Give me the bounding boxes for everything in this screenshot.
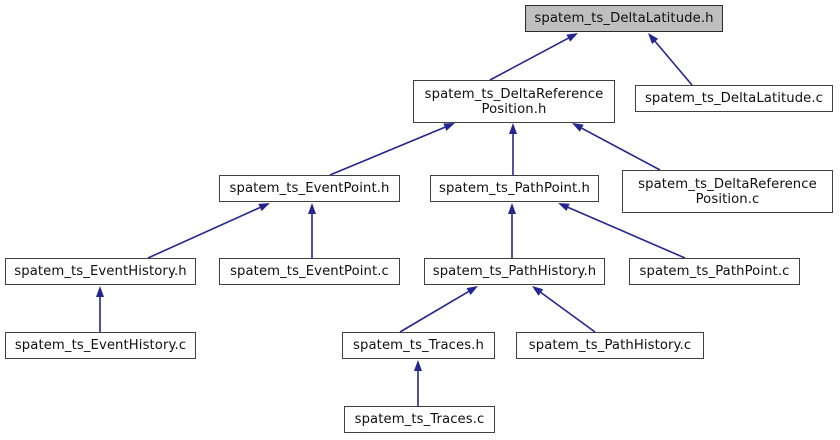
- graph-node-event_history_c[interactable]: spatem_ts_EventHistory.c: [5, 332, 196, 359]
- graph-edge-traces_c-to-traces_h: [414, 360, 422, 406]
- graph-node-delta_latitude_c[interactable]: spatem_ts_DeltaLatitude.c: [635, 85, 833, 112]
- graph-edge-event_point_h-to-delta_reference_position_h: [329, 123, 455, 176]
- graph-edge-delta_reference_position_c-to-delta_reference_position_h: [572, 123, 661, 171]
- graph-edge-path_history_c-to-path_history_h: [532, 286, 596, 333]
- graph-node-delta_reference_position_h[interactable]: spatem_ts_DeltaReference Position.h: [413, 80, 615, 123]
- edge-line: [581, 127, 661, 171]
- graph-node-label: spatem_ts_DeltaLatitude.h: [534, 11, 714, 26]
- edge-arrowhead: [466, 286, 478, 296]
- edge-line: [399, 290, 469, 333]
- edge-arrowhead: [572, 123, 584, 132]
- edge-line: [329, 126, 446, 176]
- edge-arrowhead: [532, 286, 544, 296]
- graph-node-label: spatem_ts_DeltaReference Position.h: [424, 86, 604, 117]
- edge-arrowhead: [508, 203, 516, 214]
- graph-node-label: spatem_ts_DeltaLatitude.c: [644, 91, 824, 106]
- edge-line: [567, 206, 686, 259]
- graph-node-label: spatem_ts_PathHistory.h: [432, 264, 597, 279]
- graph-node-event_point_h[interactable]: spatem_ts_EventPoint.h: [219, 175, 400, 202]
- graph-node-label: spatem_ts_EventPoint.c: [230, 264, 389, 279]
- graph-node-traces_c[interactable]: spatem_ts_Traces.c: [344, 406, 495, 433]
- edge-arrowhead: [648, 33, 659, 44]
- graph-node-label: spatem_ts_PathPoint.c: [639, 264, 790, 279]
- graph-node-label: spatem_ts_EventHistory.h: [14, 264, 187, 279]
- edge-arrowhead: [414, 360, 422, 371]
- edge-arrowhead: [558, 203, 570, 212]
- edge-arrowhead: [96, 286, 104, 297]
- graph-edge-event_history_h-to-event_point_h: [147, 203, 270, 259]
- graph-node-label: spatem_ts_EventPoint.h: [229, 181, 390, 196]
- graph-node-label: spatem_ts_Traces.h: [353, 338, 484, 353]
- graph-edge-event_point_c-to-event_point_h: [308, 203, 316, 258]
- graph-edge-traces_h-to-path_history_h: [399, 286, 478, 333]
- graph-node-path_point_h[interactable]: spatem_ts_PathPoint.h: [430, 175, 599, 202]
- graph-node-label: spatem_ts_Traces.c: [354, 412, 485, 427]
- edge-line: [489, 37, 569, 81]
- edge-arrowhead: [308, 203, 316, 214]
- graph-node-label: spatem_ts_DeltaReference Position.c: [638, 176, 817, 207]
- graph-edge-delta_reference_position_h-to-delta_latitude_h: [489, 33, 578, 81]
- edge-arrowhead: [443, 123, 455, 131]
- graph-node-path_point_c[interactable]: spatem_ts_PathPoint.c: [629, 258, 800, 285]
- graph-node-event_history_h[interactable]: spatem_ts_EventHistory.h: [5, 258, 196, 285]
- graph-node-delta_latitude_h[interactable]: spatem_ts_DeltaLatitude.h: [525, 5, 723, 32]
- graph-node-delta_reference_position_c[interactable]: spatem_ts_DeltaReference Position.c: [622, 170, 833, 213]
- edge-arrowhead: [566, 33, 578, 42]
- edge-line: [540, 291, 596, 333]
- graph-node-label: spatem_ts_PathPoint.h: [438, 181, 591, 196]
- graph-node-traces_h[interactable]: spatem_ts_Traces.h: [342, 332, 495, 359]
- graph-node-label: spatem_ts_EventHistory.c: [14, 338, 187, 353]
- graph-edge-path_point_h-to-delta_reference_position_h: [509, 123, 517, 175]
- edge-arrowhead: [258, 203, 270, 212]
- edge-line: [654, 40, 693, 86]
- graph-edge-path_history_h-to-path_point_h: [508, 203, 516, 258]
- graph-node-label: spatem_ts_PathHistory.c: [528, 338, 692, 353]
- graph-edge-event_history_c-to-event_history_h: [96, 286, 104, 332]
- graph-edge-delta_latitude_c-to-delta_latitude_h: [648, 33, 693, 86]
- edge-arrowhead: [509, 123, 517, 134]
- graph-node-path_history_h[interactable]: spatem_ts_PathHistory.h: [424, 258, 605, 285]
- graph-node-path_history_c[interactable]: spatem_ts_PathHistory.c: [516, 332, 704, 359]
- graph-node-event_point_c[interactable]: spatem_ts_EventPoint.c: [219, 258, 400, 285]
- edge-line: [147, 206, 261, 259]
